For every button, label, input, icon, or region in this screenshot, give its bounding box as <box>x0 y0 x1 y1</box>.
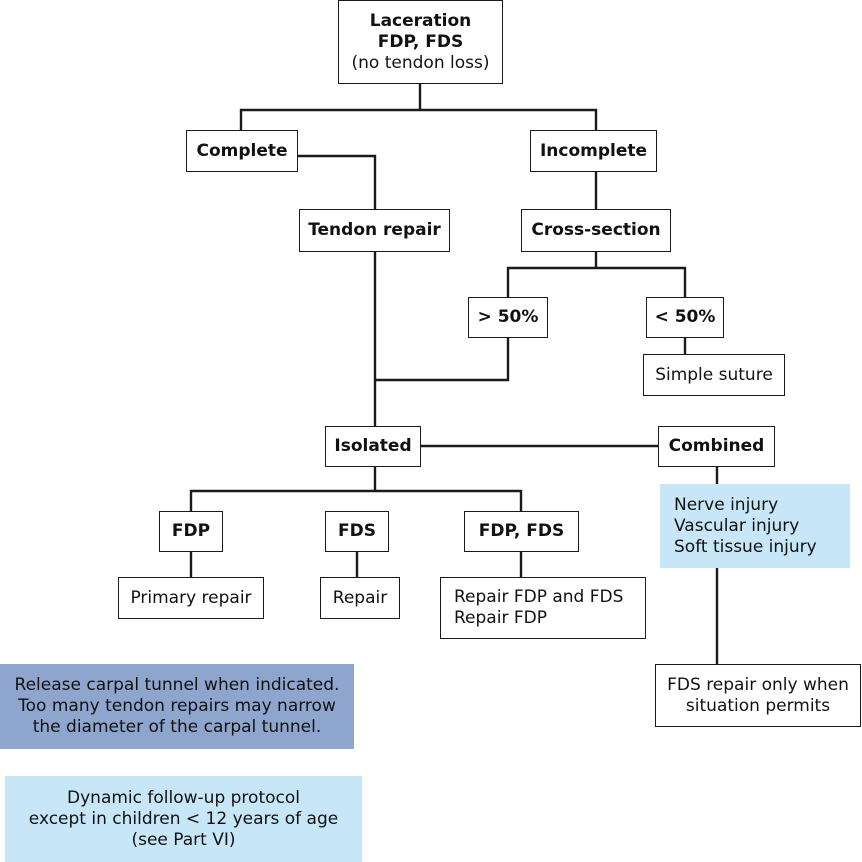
node-complete-label: Complete <box>196 140 288 161</box>
connector-cross-section-branch <box>506 252 687 297</box>
node-fdp: FDP <box>159 511 223 552</box>
node-less-than-50-label: < 50% <box>654 307 716 327</box>
node-fds-repair-only-line1: FDS repair only when <box>667 674 849 695</box>
node-fds-label: FDS <box>338 521 376 541</box>
node-greater-than-50-label: > 50% <box>477 307 539 327</box>
node-laceration-note: (no tendon loss) <box>351 52 490 73</box>
note-nerve-injury: Nerve injury <box>674 494 779 515</box>
node-primary-repair-label: Primary repair <box>130 587 252 608</box>
node-fdp-fds: FDP, FDS <box>464 511 579 552</box>
node-primary-repair: Primary repair <box>118 577 264 619</box>
node-greater-than-50: > 50% <box>468 297 548 338</box>
node-cross-section-label: Cross-section <box>531 220 661 240</box>
note-carpal-tunnel-line1: Release carpal tunnel when indicated. <box>14 675 340 695</box>
node-repair-fdp-and-fds: Repair FDP and FDS Repair FDP <box>440 577 646 639</box>
node-incomplete-label: Incomplete <box>539 140 648 161</box>
connector-gt50-to-isolated <box>375 338 510 382</box>
connector-root-branch <box>239 84 598 130</box>
node-simple-suture: Simple suture <box>643 354 785 396</box>
node-fds-repair-only-line2: situation permits <box>685 695 831 716</box>
note-associated-injuries: Nerve injury Vascular injury Soft tissue… <box>660 484 850 568</box>
node-fds: FDS <box>325 511 389 552</box>
note-follow-up-line1: Dynamic follow-up protocol <box>67 787 300 808</box>
node-repair-fdp-and-fds-line2: Repair FDP <box>454 608 547 628</box>
node-combined-label: Combined <box>668 436 765 456</box>
note-carpal-tunnel-line2: Too many tendon repairs may narrow <box>18 696 336 716</box>
node-cross-section: Cross-section <box>521 209 671 252</box>
note-follow-up-line3: (see Part VI) <box>131 829 236 850</box>
note-follow-up-protocol: Dynamic follow-up protocol except in chi… <box>5 776 362 862</box>
node-combined: Combined <box>658 426 775 467</box>
note-carpal-tunnel-line3: the diameter of the carpal tunnel. <box>32 717 322 737</box>
connector-complete-to-tendon-repair <box>298 154 377 209</box>
node-tendon-repair: Tendon repair <box>299 209 450 252</box>
node-laceration-subtitle: FDP, FDS <box>377 31 464 52</box>
node-isolated-label: Isolated <box>334 436 412 456</box>
node-tendon-repair-label: Tendon repair <box>308 220 441 240</box>
note-soft-tissue-injury: Soft tissue injury <box>674 536 817 557</box>
node-repair-label: Repair <box>332 587 388 608</box>
node-fdp-label: FDP <box>171 521 211 541</box>
node-simple-suture-label: Simple suture <box>655 364 773 385</box>
connector-isolated-branch <box>189 467 523 511</box>
node-complete: Complete <box>186 130 298 172</box>
note-vascular-injury: Vascular injury <box>674 515 800 536</box>
node-fds-repair-only: FDS repair only when situation permits <box>655 664 861 727</box>
node-fdp-fds-label: FDP, FDS <box>478 521 565 541</box>
node-repair-fdp-and-fds-line1: Repair FDP and FDS <box>454 587 624 607</box>
note-follow-up-line2: except in children < 12 years of age <box>28 808 339 829</box>
node-laceration: Laceration FDP, FDS (no tendon loss) <box>338 0 503 84</box>
node-isolated: Isolated <box>325 426 421 467</box>
node-repair: Repair <box>320 577 400 619</box>
node-incomplete: Incomplete <box>530 130 657 172</box>
node-laceration-title: Laceration <box>369 10 472 31</box>
note-carpal-tunnel: Release carpal tunnel when indicated. To… <box>0 664 354 749</box>
node-less-than-50: < 50% <box>646 297 724 338</box>
